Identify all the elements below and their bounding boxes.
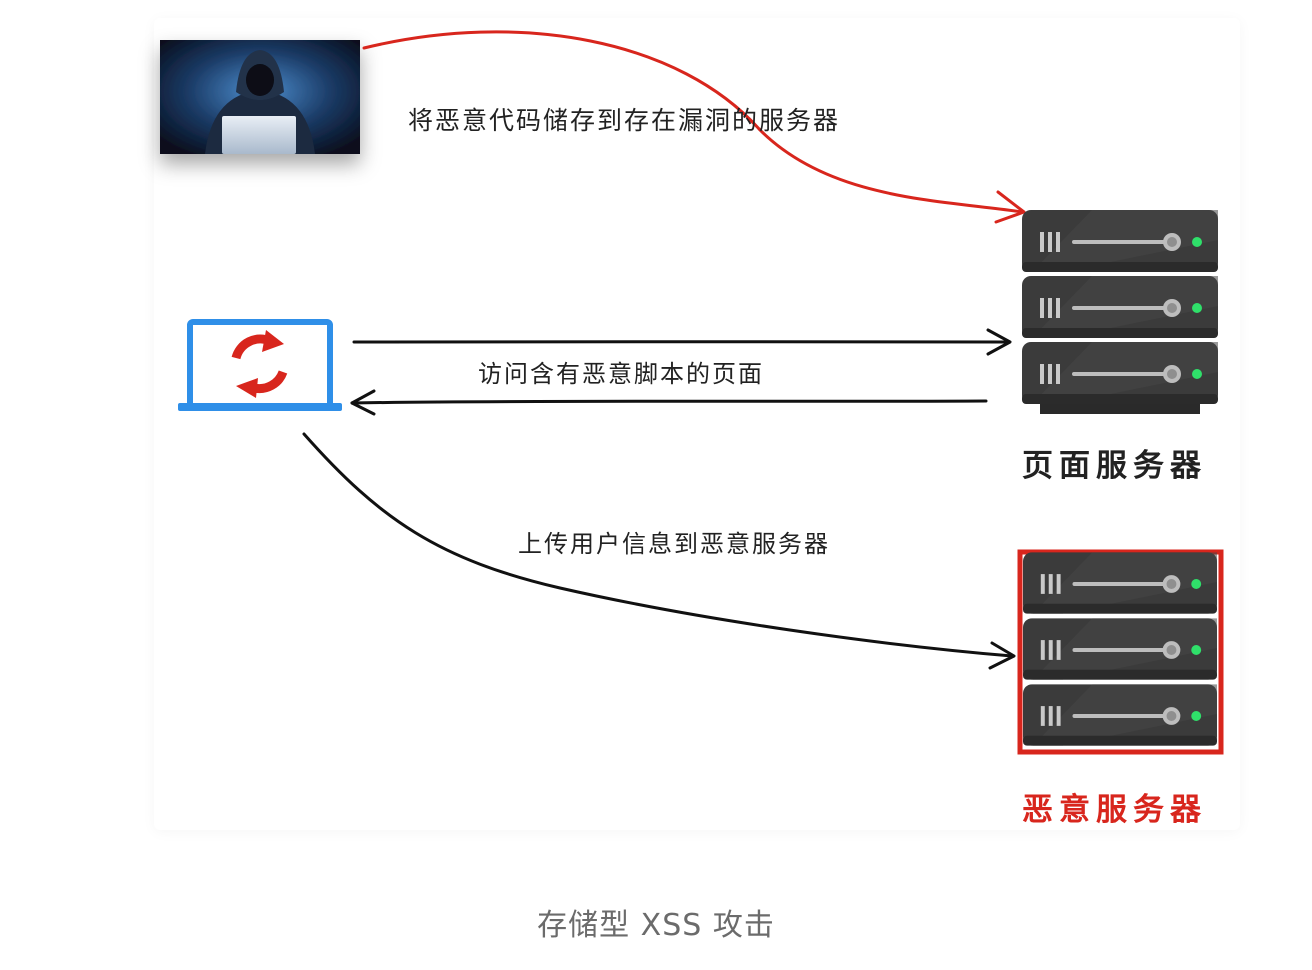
edge-label-store: 将恶意代码储存到存在漏洞的服务器 <box>408 106 841 135</box>
edge-visit-arrow <box>352 328 1012 356</box>
edge-response-arrow <box>350 389 988 416</box>
edge-upload-arrow <box>302 432 1016 670</box>
node-label-evil-server: 恶意服务器 <box>1022 792 1207 828</box>
node-label-page-server: 页面服务器 <box>1022 448 1207 484</box>
figure-caption: 存储型 XSS 攻击 <box>537 908 775 943</box>
evil-server-icon <box>1017 549 1224 755</box>
hacker-image <box>160 40 360 154</box>
edge-label-upload: 上传用户信息到恶意服务器 <box>518 530 830 558</box>
laptop-refresh-icon <box>178 319 342 411</box>
edge-store-arrow <box>362 30 1026 224</box>
edge-label-visit: 访问含有恶意脚本的页面 <box>478 360 764 388</box>
page-server-icon <box>1022 210 1218 414</box>
